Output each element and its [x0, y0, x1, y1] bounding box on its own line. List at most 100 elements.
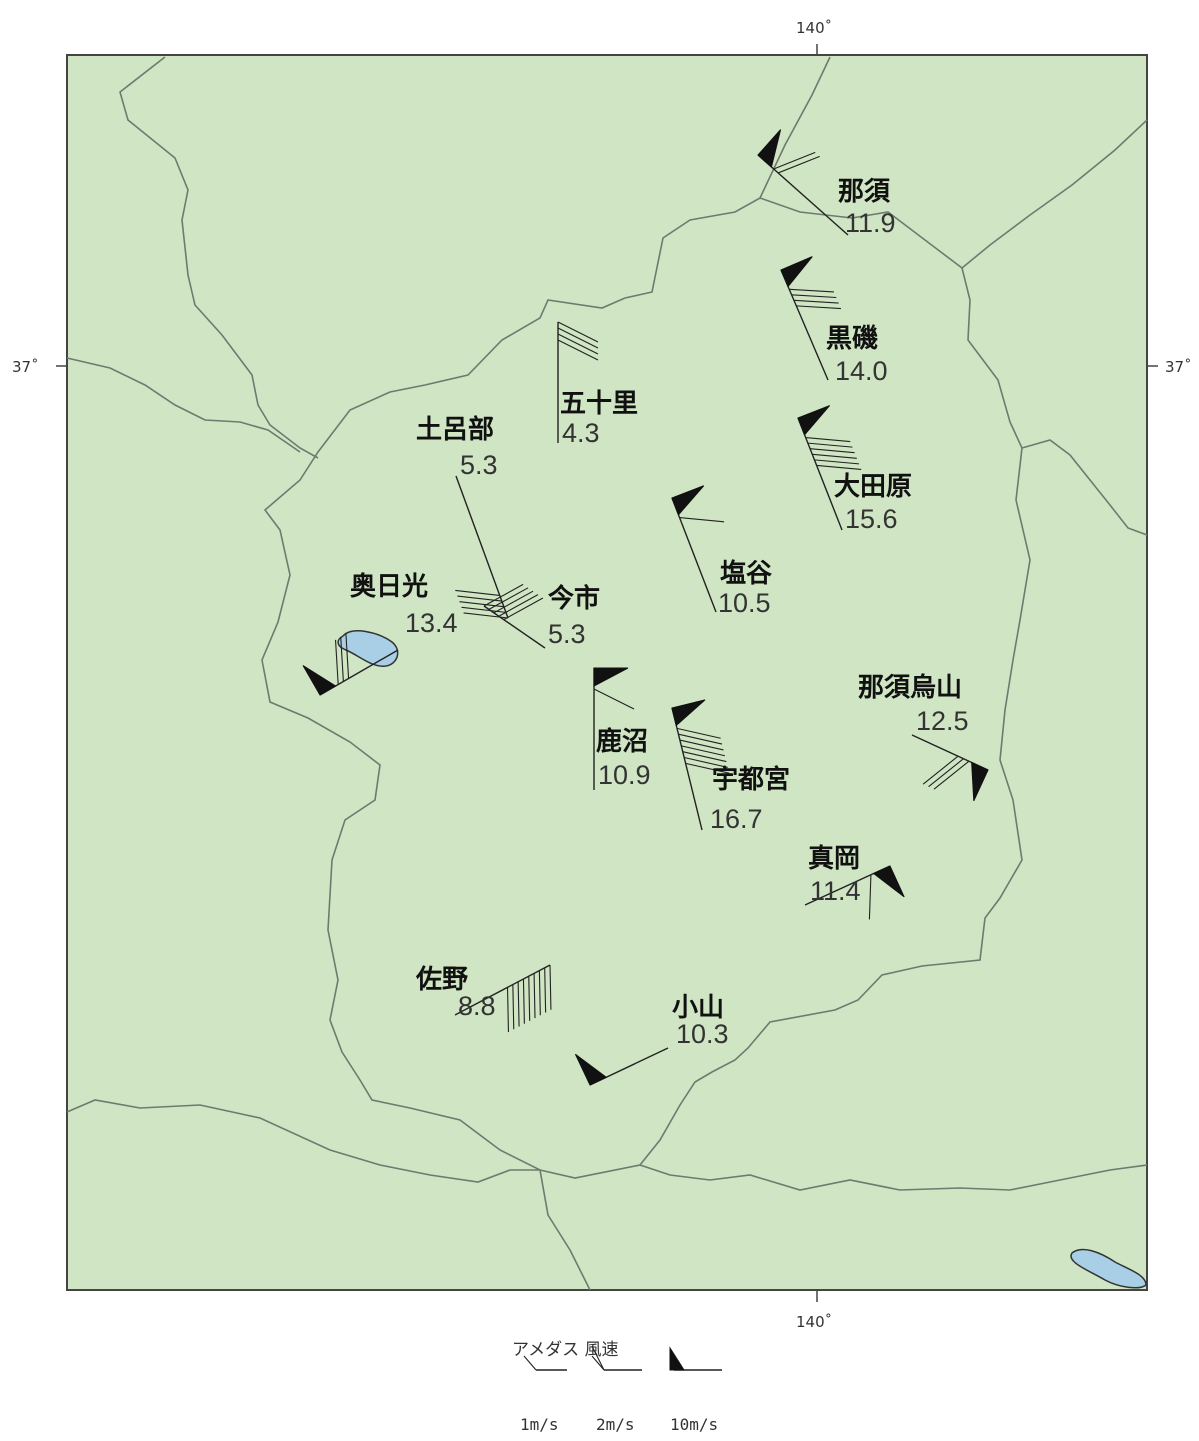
lon-label-bottom: 140˚ — [796, 1313, 832, 1331]
station-value: 5.3 — [460, 450, 498, 480]
barb-tick — [679, 517, 725, 523]
barb-flag — [971, 761, 989, 802]
barb-tick — [812, 453, 857, 459]
barb-flag — [872, 865, 905, 898]
barb-tick — [557, 327, 599, 349]
barb-tick — [773, 151, 816, 170]
barb-tick — [455, 589, 500, 597]
barb-1 — [780, 256, 841, 381]
barb-tick — [682, 751, 727, 763]
barb-flag — [574, 1053, 608, 1086]
barb-tick — [498, 594, 539, 617]
barb-tick — [814, 459, 860, 465]
station-value: 10.5 — [718, 588, 771, 618]
station-name: 今市 — [548, 583, 600, 614]
barb-tick — [557, 333, 599, 355]
barb-tick — [681, 745, 726, 757]
station-value: 12.5 — [916, 706, 969, 736]
barb-tick — [557, 321, 599, 343]
barb-7 — [483, 583, 546, 649]
station-value: 11.4 — [810, 876, 861, 906]
station-value: 5.3 — [548, 619, 586, 649]
barb-tick — [933, 760, 970, 790]
station-name: 真岡 — [808, 844, 860, 874]
station-value: 11.9 — [845, 208, 896, 238]
lat-label-right: 37˚ — [1165, 358, 1192, 376]
station-name: 鹿沼 — [596, 726, 648, 757]
barb-tick — [488, 587, 529, 610]
barb-flag — [797, 405, 831, 436]
barb-6 — [302, 633, 399, 696]
barb-9 — [593, 667, 635, 790]
barb-tick — [796, 305, 841, 310]
station-value: 16.7 — [710, 804, 763, 834]
barb-10 — [671, 699, 730, 831]
barb-13 — [574, 1047, 669, 1086]
barb-tick — [593, 688, 635, 710]
barb-flag — [302, 665, 337, 696]
legend-label: 10m/s — [670, 1415, 718, 1434]
station-name: 小山 — [672, 993, 724, 1023]
barb-flag — [671, 699, 706, 727]
station-value: 4.3 — [562, 418, 600, 448]
station-name: 五十里 — [560, 389, 638, 419]
legend-tick — [591, 1345, 605, 1371]
station-value: 15.6 — [845, 504, 898, 534]
station-name: 黒磯 — [826, 323, 878, 354]
barb-4 — [797, 405, 862, 531]
barb-tick — [345, 633, 350, 679]
barb-tick — [793, 299, 839, 304]
barb-tick — [791, 294, 837, 299]
station-name: 那須烏山 — [858, 672, 962, 703]
station-value: 10.3 — [676, 1019, 729, 1049]
barb-0 — [757, 129, 849, 236]
barb-shaft — [671, 497, 717, 613]
lat-label-left: 37˚ — [12, 358, 39, 376]
barb-8 — [911, 734, 989, 802]
station-name: 土呂部 — [416, 415, 494, 445]
barb-tick — [868, 874, 872, 920]
barb-tick — [549, 964, 552, 1010]
barb-tick — [810, 448, 855, 454]
barb-flag — [780, 256, 813, 288]
barb-tick — [685, 762, 730, 774]
barb-flag — [757, 129, 782, 168]
legend-item: 2m/s — [591, 1345, 642, 1434]
station-name: 宇都宮 — [712, 764, 790, 795]
legend-item: 1m/s — [520, 1355, 567, 1434]
barb-tick — [522, 978, 525, 1024]
legend-tick — [523, 1355, 537, 1371]
barb-tick — [483, 583, 524, 607]
barb-11 — [804, 865, 905, 920]
legend-flag — [669, 1346, 685, 1371]
lon-label-top: 140˚ — [796, 19, 832, 37]
legend-label: 2m/s — [596, 1415, 635, 1434]
barb-tick — [807, 442, 853, 448]
station-name: 那須 — [838, 177, 891, 207]
legend-tick — [591, 1355, 605, 1371]
barb-tick — [461, 606, 506, 613]
station-labels: 那須11.9黒磯14.0五十里4.3土呂部5.3大田原15.6塩谷10.5奥日光… — [350, 177, 969, 1049]
barb-12 — [454, 964, 552, 1033]
barb-shaft — [797, 417, 843, 531]
barb-tick — [678, 733, 723, 745]
legend: 1m/s 2m/s 10m/s — [520, 1345, 722, 1434]
station-value: 14.0 — [835, 356, 888, 386]
barb-tick — [544, 967, 547, 1013]
barb-tick — [533, 973, 536, 1019]
station-name: 奥日光 — [350, 571, 428, 602]
barb-tick — [528, 976, 531, 1021]
barb-tick — [805, 436, 851, 443]
barb-5 — [671, 485, 725, 613]
barb-tick — [777, 155, 820, 174]
barb-shaft — [455, 475, 509, 619]
barb-flag — [593, 667, 629, 687]
barb-tick — [493, 590, 534, 614]
station-name: 佐野 — [415, 965, 468, 995]
legend-item: 10m/s — [669, 1346, 722, 1434]
barb-tick — [679, 739, 724, 751]
barb-tick — [334, 639, 339, 685]
barb-shaft — [671, 707, 703, 831]
barb-shaft — [780, 269, 829, 381]
